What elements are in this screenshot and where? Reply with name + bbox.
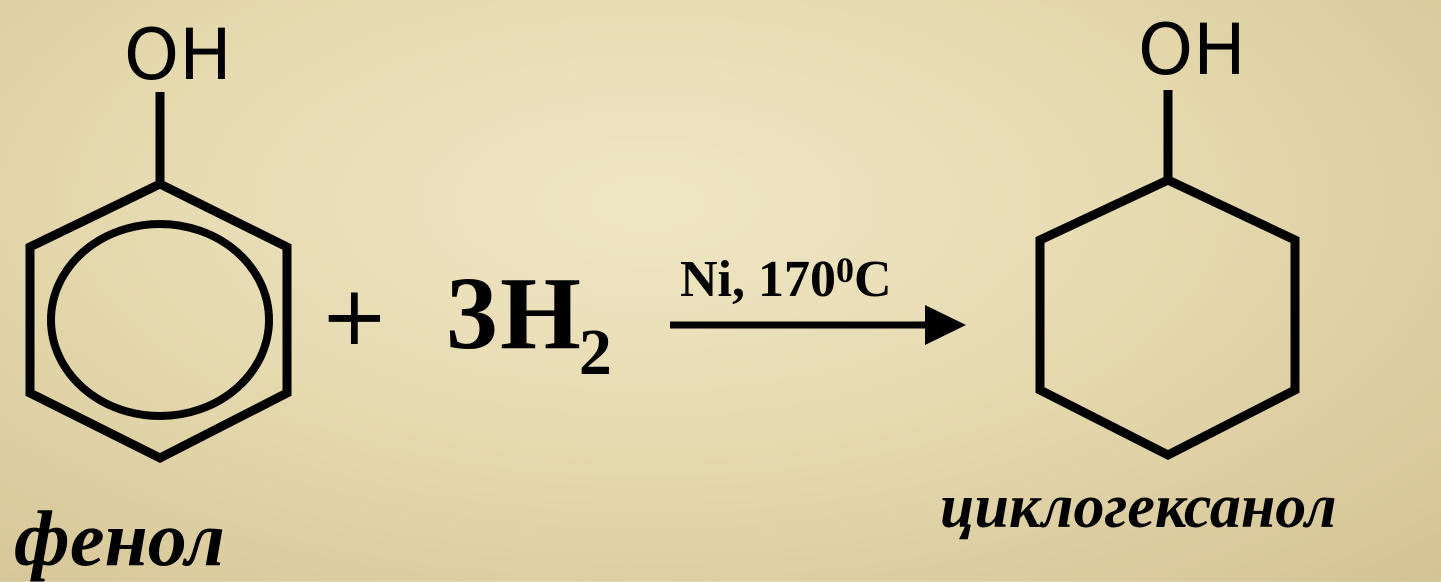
plus-sign: + [320, 269, 389, 364]
conditions-unit: C [854, 251, 892, 308]
conditions-degree: 0 [836, 250, 854, 290]
phenol-oh-label: OH [124, 14, 232, 96]
reaction-conditions: Ni, 1700C [680, 252, 892, 306]
conditions-catalyst-temp: Ni, 170 [680, 251, 836, 308]
hydrogen-reagent: 3H2 [446, 262, 614, 386]
hydrogen-formula: H [500, 256, 583, 371]
phenol-structure [25, 92, 292, 464]
cyclohexanol-structure [1035, 90, 1300, 461]
hydrogen-coefficient: 3 [446, 256, 500, 371]
cyclohexane-ring [1035, 175, 1300, 461]
cyclohexanol-name: циклогексанол [940, 473, 1337, 541]
benzene-ring [25, 178, 292, 464]
aromatic-circle [47, 220, 273, 420]
phenol-name: фенол [14, 495, 225, 582]
cyclohexanol-oh-label: OH [1138, 9, 1246, 91]
hydrogen-subscript: 2 [578, 316, 614, 389]
reaction-arrow [670, 305, 966, 345]
